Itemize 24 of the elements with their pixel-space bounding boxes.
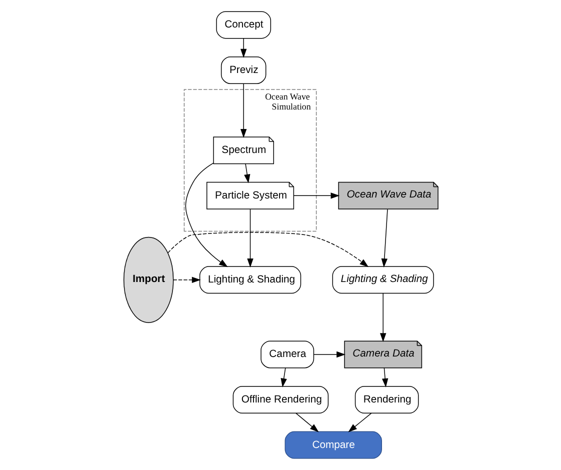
arrow xyxy=(184,162,228,268)
node-box: Lighting & Shading xyxy=(332,266,434,294)
arrow xyxy=(244,163,250,184)
arrow xyxy=(381,368,388,388)
arrow xyxy=(312,351,345,358)
arrow xyxy=(172,276,200,284)
node-ellipse: Import xyxy=(122,236,174,323)
arrow xyxy=(348,412,372,432)
arrow xyxy=(246,208,253,268)
arrow xyxy=(380,293,386,342)
node-box: Offline Rendering xyxy=(232,386,328,414)
arrow xyxy=(293,192,340,199)
arrow xyxy=(240,38,246,58)
arrow xyxy=(240,83,246,138)
node-box: Rendering xyxy=(354,386,418,414)
arrow xyxy=(295,412,318,432)
node-box: Camera xyxy=(260,340,314,368)
arrow xyxy=(380,208,388,268)
arrow xyxy=(280,368,286,388)
node-box: Compare xyxy=(284,431,382,459)
arrow xyxy=(166,232,368,268)
node-box: Previz xyxy=(220,56,266,84)
node-box: Concept xyxy=(216,11,271,39)
node-box: Lighting & Shading xyxy=(198,266,301,294)
